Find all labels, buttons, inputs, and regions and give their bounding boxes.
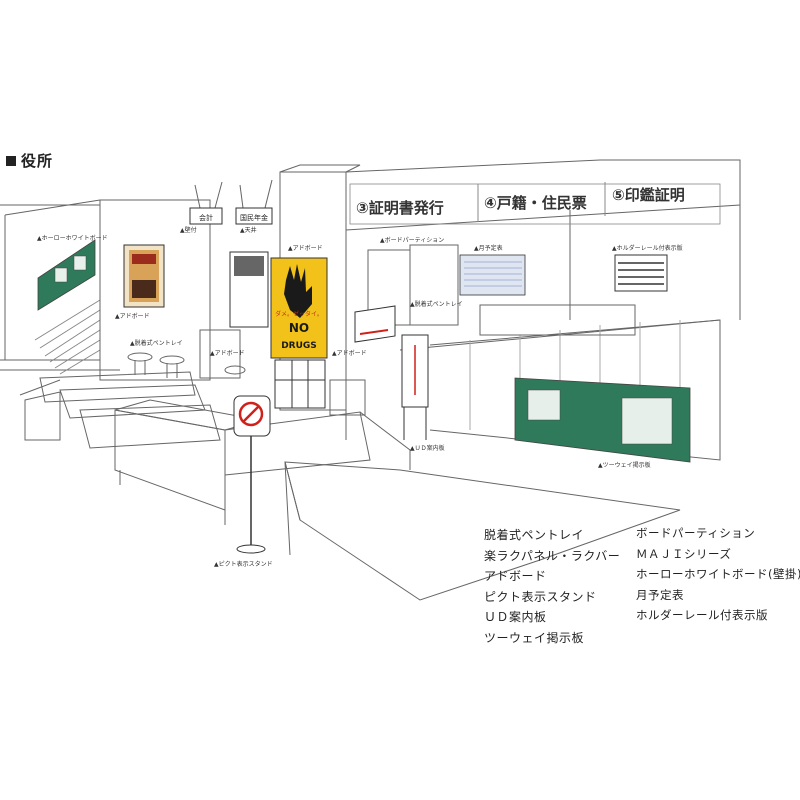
ceiling-sign-b: 国民年金 [235,207,273,225]
legend-right: ボードパーティション ＭＡＪＩシリーズ ホーローホワイトボード(壁掛) 月予定表… [636,523,800,626]
svg-text:▲アドボード: ▲アドボード [332,349,367,357]
svg-text:▲ホーローホワイトボード: ▲ホーローホワイトボード [37,234,108,242]
svg-text:▲ホルダーレール付表示版: ▲ホルダーレール付表示版 [612,244,683,252]
heading-square-icon [6,156,16,166]
svg-text:▲アドボード: ▲アドボード [115,312,150,320]
svg-text:▲脱着式ペントレイ: ▲脱着式ペントレイ [410,300,463,308]
svg-text:▲壁付: ▲壁付 [180,226,197,234]
svg-text:▲月予定表: ▲月予定表 [474,244,503,252]
svg-text:▲ツーウェイ掲示板: ▲ツーウェイ掲示板 [598,461,651,469]
legend-item: ホルダーレール付表示版 [636,608,768,622]
heading-text: 役所 [21,152,54,170]
legend-item: ボードパーティション [636,526,756,540]
page-heading: 役所 [6,150,53,171]
counter-sign-certificate: ③証明書発行 [356,199,444,217]
svg-text:▲ピクト表示スタンド: ▲ピクト表示スタンド [214,560,273,568]
svg-text:▲ボードパーティション: ▲ボードパーティション [380,236,444,244]
poster-top-text: ダメ。ゼッタイ。 [275,310,323,318]
svg-text:▲アドボード: ▲アドボード [210,349,245,357]
legend-item: ツーウェイ掲示板 [484,630,585,645]
counter-sign-seal: ⑤印鑑証明 [612,186,685,204]
svg-text:▲ＵＤ案内板: ▲ＵＤ案内板 [410,444,445,452]
no-drugs-poster: ダメ。ゼッタイ。 NO DRUGS [270,257,328,409]
svg-text:▲脱着式ペントレイ: ▲脱着式ペントレイ [130,339,183,347]
ceiling-sign-a: 会計 [189,207,223,225]
legend-item: 楽ラクパネル・ラクバー [484,548,621,563]
legend-item: ＭＡＪＩシリーズ [636,546,732,561]
legend-item: ピクト表示スタンド [484,589,597,604]
legend-item: ＵＤ案内板 [484,610,547,624]
ceiling-sign-b-text: 国民年金 [240,213,268,222]
legend-item: 脱着式ペントレイ [484,528,585,542]
svg-text:▲アドボード: ▲アドボード [288,244,323,252]
poster-main-text: NO [289,321,309,335]
no-smoking-stand [233,395,271,554]
legend-item: ホーローホワイトボード(壁掛) [636,567,800,581]
counter-sign-family-register: ④戸籍・住民票 [484,194,587,212]
legend-item: アドボード [484,569,547,583]
poster-bottom-text: DRUGS [281,341,317,351]
legend-item: 月予定表 [636,587,684,602]
legend-left: 脱着式ペントレイ 楽ラクパネル・ラクバー アドボード ピクト表示スタンド ＵＤ案… [484,525,620,648]
svg-text:▲天井: ▲天井 [240,226,257,234]
ceiling-sign-a-text: 会計 [199,213,213,222]
